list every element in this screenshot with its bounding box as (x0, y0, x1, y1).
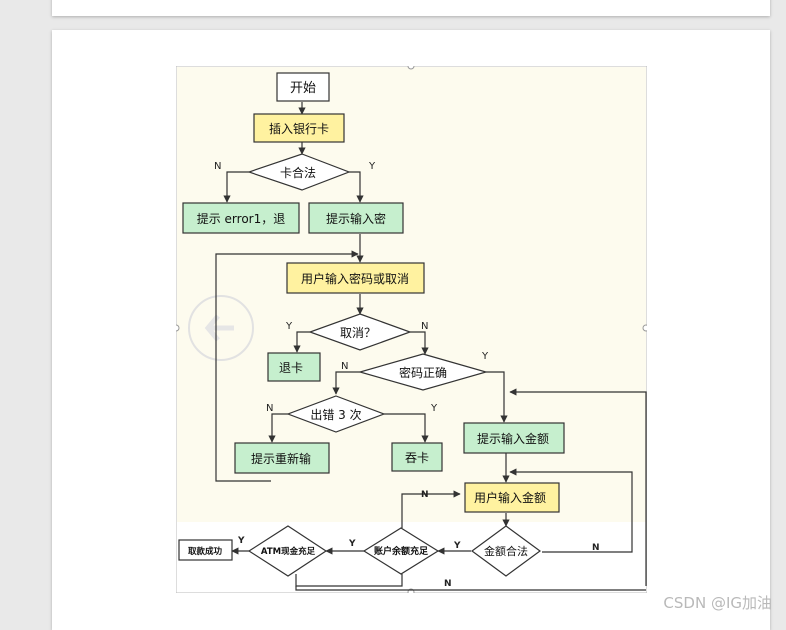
edge-label-bottom-no: N (444, 579, 452, 589)
node-prompt-reenter (234, 442, 330, 474)
node-start-label: 开始 (290, 81, 316, 96)
edge-label-error3-yes: Y (430, 403, 438, 414)
node-swallow-card-label: 吞卡 (405, 451, 429, 465)
node-atm-cash-enough-label: ATM现金充足 (261, 546, 316, 557)
edge-label-amount-yes: Y (453, 541, 461, 551)
node-insert-card-label: 插入银行卡 (269, 122, 329, 136)
node-input-amount-label: 用户输入金额 (474, 490, 546, 505)
node-atm-cash-enough (247, 525, 328, 577)
back-arrow-icon (204, 314, 234, 342)
node-card-valid-label: 卡合法 (280, 165, 316, 180)
edge-label-card-yes: Y (368, 161, 376, 172)
node-error-exit-label: 提示 error1，退 (197, 211, 286, 226)
node-eject-card-label: 退卡 (279, 361, 303, 375)
node-insert-card (253, 113, 345, 143)
node-input-password-label: 用户输入密码或取消 (301, 271, 409, 286)
node-balance-enough-label: 账户余额充足 (374, 545, 429, 557)
node-cancel-question-label: 取消？ (340, 326, 376, 340)
node-input-amount (464, 482, 560, 513)
edge-label-cancel-no: N (421, 321, 428, 332)
handle-right (642, 324, 650, 332)
edge-label-amount-no: N (592, 543, 600, 553)
node-input-password (286, 262, 425, 294)
flowchart-image: 开始 插入银行卡 卡合法 提示 error1，退 提示输入密 用户输入密码或取消… (172, 62, 650, 596)
node-balance-enough (362, 527, 440, 575)
handle-left (172, 324, 180, 332)
edge-label-password-yes: Y (481, 351, 489, 362)
watermark: CSDN @IG加油 (663, 594, 772, 612)
node-prompt-amount-label: 提示输入金额 (477, 431, 549, 446)
node-amount-valid-label: 金额合法 (484, 544, 528, 558)
node-prompt-amount (463, 422, 565, 454)
handle-top (407, 62, 415, 70)
node-card-valid (247, 153, 351, 191)
node-cancel-question (308, 313, 412, 351)
node-password-correct (357, 353, 489, 391)
node-error-exit (182, 202, 300, 234)
node-prompt-password (308, 202, 404, 234)
edge-label-cancel-yes: Y (285, 321, 293, 332)
node-password-correct-label: 密码正确 (399, 365, 447, 380)
back-nav-circle (188, 295, 254, 361)
edge-label-balance-no: N (421, 490, 429, 500)
node-swallow-card (391, 442, 443, 472)
node-withdraw-success (178, 539, 233, 561)
edge-label-atm-yes: Y (237, 536, 245, 546)
edge-label-password-no: N (341, 361, 348, 372)
node-withdraw-success-label: 取款成功 (188, 546, 223, 557)
node-eject-card (267, 352, 321, 382)
edge-label-card-no: N (214, 161, 221, 172)
node-prompt-password-label: 提示输入密 (326, 211, 386, 226)
node-error-3-times-label: 出错 3 次 (310, 408, 361, 422)
node-start (276, 72, 330, 102)
edge-label-balance-yes: Y (348, 539, 356, 549)
node-prompt-reenter-label: 提示重新输 (251, 451, 311, 466)
edge-label-error3-no: N (266, 403, 273, 414)
node-error-3-times (286, 395, 386, 433)
previous-page (52, 0, 770, 16)
node-amount-valid (470, 525, 542, 577)
